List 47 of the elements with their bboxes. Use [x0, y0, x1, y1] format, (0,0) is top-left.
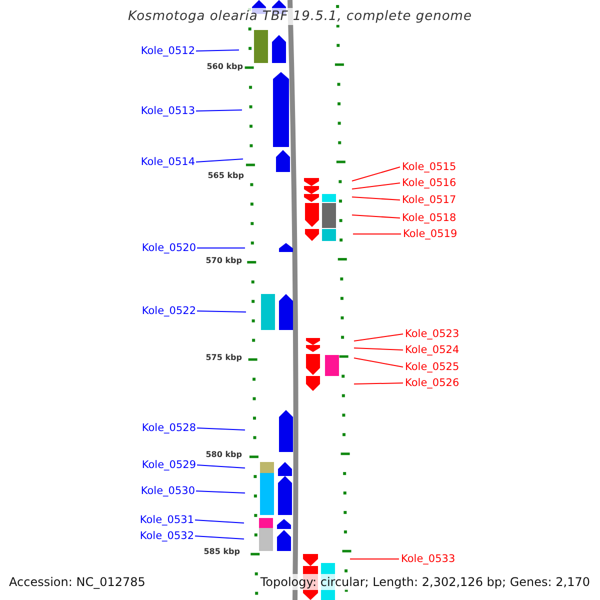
- gene-label: Kole_0519: [403, 227, 458, 241]
- gene-label: Kole_0517: [402, 193, 456, 207]
- leader-line: [350, 558, 400, 560]
- genome-summary-text: Topology: circular; Length: 2,302,126 bp; Genes: 2,170: [260, 574, 590, 590]
- gene-label: Kole_0529: [142, 458, 196, 472]
- scale-label: 565 kbp: [208, 170, 244, 182]
- leader-line: [196, 110, 242, 112]
- accession-text: Accession: NC_012785: [9, 574, 146, 590]
- gene-label: Kole_0518: [402, 211, 456, 225]
- scale-label: 580 kbp: [206, 449, 242, 461]
- gene-label: Kole_0514: [140, 155, 195, 169]
- gene-label: Kole_0525: [405, 360, 460, 374]
- leader-line: [352, 196, 400, 200]
- leader-line: [352, 214, 400, 218]
- gene-label: Kole_0515: [402, 160, 456, 174]
- scale-label: 575 kbp: [206, 352, 242, 364]
- leader-line: [196, 464, 246, 468]
- leader-line: [196, 310, 246, 312]
- leader-line: [194, 520, 244, 524]
- gene-label: Kole_0528: [142, 421, 196, 435]
- gene-label: Kole_0516: [402, 176, 456, 190]
- leader-line: [352, 182, 400, 190]
- leader-line: [196, 428, 246, 430]
- gene-label: Kole_0532: [140, 529, 194, 543]
- scale-label: 585 kbp: [204, 546, 240, 558]
- leader-line: [354, 358, 404, 368]
- leader-line: [354, 382, 404, 384]
- leader-line: [352, 166, 400, 182]
- diagram-title: Kosmotoga olearia TBF 19.5.1, complete genome: [126, 8, 474, 25]
- gene-label: Kole_0523: [405, 327, 460, 341]
- scale-label: 560 kbp: [206, 61, 243, 73]
- leader-line: [196, 50, 240, 52]
- gene-label: Kole_0531: [140, 513, 194, 527]
- leader-line: [354, 348, 404, 350]
- gene-label: Kole_0522: [142, 304, 196, 318]
- gene-label: Kole_0530: [140, 484, 195, 498]
- gene-label: Kole_0533: [401, 552, 456, 566]
- scale-label: 570 kbp: [206, 255, 242, 267]
- leader-line: [196, 490, 246, 494]
- gene-label: Kole_0513: [140, 104, 195, 118]
- gene-label: Kole_0512: [140, 44, 195, 58]
- gene-label: Kole_0524: [405, 343, 460, 357]
- leader-line: [194, 536, 244, 540]
- leader-line: [196, 158, 244, 162]
- gene-label: Kole_0520: [142, 241, 196, 255]
- gene-label: Kole_0526: [405, 376, 460, 390]
- leader-line: [354, 334, 404, 342]
